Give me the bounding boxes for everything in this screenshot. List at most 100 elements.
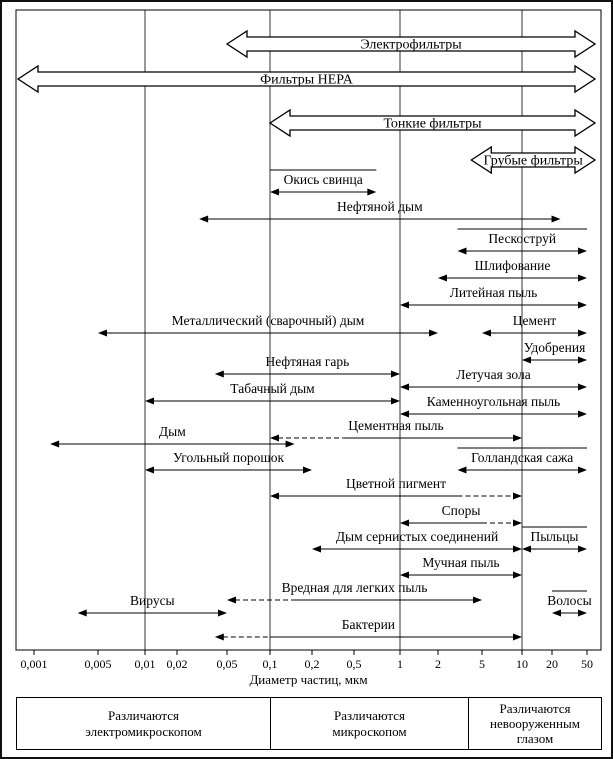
arrowhead-icon: [457, 466, 467, 474]
particle-range-label: Пыльцы: [530, 529, 578, 544]
arrowhead-icon: [578, 301, 587, 309]
arrowhead-icon: [400, 410, 409, 418]
arrowhead-icon: [50, 440, 60, 448]
arrowhead-icon: [578, 545, 587, 553]
axis-tick-label: 10: [516, 657, 528, 671]
arrowhead-icon: [513, 519, 522, 527]
arrowhead-icon: [552, 609, 561, 617]
filter-band-label: Тонкие фильтры: [383, 117, 482, 132]
arrowhead-icon: [199, 215, 209, 223]
arrowhead-icon: [578, 329, 587, 337]
arrowhead-icon: [77, 609, 87, 617]
particle-range-label: Вирусы: [130, 593, 175, 608]
particle-range-label: Бактерии: [342, 617, 395, 632]
visibility-legend: Различаются электромикроскопом Различают…: [16, 697, 602, 750]
filter-band-arrow: [268, 108, 597, 138]
particle-range-label: Споры: [442, 503, 481, 518]
particle-range-label: Шлифование: [475, 258, 551, 273]
particle-range-label: Табачный дым: [230, 381, 315, 396]
particle-range-label: Голландская сажа: [471, 450, 573, 465]
arrowhead-icon: [522, 545, 531, 553]
axis-tick-label: 0,01: [135, 657, 156, 671]
arrowhead-icon: [438, 274, 447, 282]
particle-range-label: Волосы: [547, 593, 591, 608]
arrowhead-icon: [400, 301, 409, 309]
axis-tick-label: 2: [435, 657, 441, 671]
particle-range-label: Металлический (сварочный) дым: [172, 313, 365, 328]
axis-tick-label: 1: [397, 657, 403, 671]
arrowhead-icon: [218, 609, 227, 617]
axis-tick-label: 0,02: [167, 657, 188, 671]
axis-title: Диаметр частиц, мкм: [249, 672, 367, 687]
filter-band-arrow: [225, 29, 597, 59]
particle-range-label: Дым: [159, 424, 186, 439]
particle-range-label: Мучная пыль: [422, 555, 499, 570]
particle-range-label: Цементная пыль: [348, 418, 443, 433]
chart-frame: [15, 9, 602, 651]
arrowhead-icon: [367, 188, 377, 196]
arrowhead-icon: [98, 329, 107, 337]
filter-band-arrow: [16, 64, 597, 94]
legend-cell-microscope: Различаются микроскопом: [271, 698, 469, 749]
arrowhead-icon: [270, 434, 279, 442]
arrowhead-icon: [400, 383, 409, 391]
arrowhead-icon: [551, 215, 561, 223]
axis-tick-label: 0,05: [217, 657, 238, 671]
axis-tick-label: 0,001: [21, 657, 48, 671]
particle-range-label: Вредная для легких пыль: [282, 580, 428, 595]
axis-tick-label: 0,5: [347, 657, 362, 671]
axis-tick-label: 5: [479, 657, 485, 671]
arrowhead-icon: [400, 571, 409, 579]
arrowhead-icon: [482, 329, 491, 337]
arrowhead-icon: [214, 633, 224, 641]
arrowhead-icon: [391, 397, 400, 405]
particle-range-label: Летучая зола: [456, 367, 530, 382]
arrowhead-icon: [457, 247, 467, 255]
arrowhead-icon: [513, 571, 522, 579]
arrowhead-icon: [270, 492, 279, 500]
arrowhead-icon: [578, 274, 587, 282]
axis-tick-label: 0,005: [85, 657, 112, 671]
arrowhead-icon: [513, 434, 522, 442]
axis-tick-label: 0,1: [263, 657, 278, 671]
particle-range-label: Нефтяная гарь: [265, 354, 349, 369]
particle-range-label: Окись свинца: [284, 172, 363, 187]
arrowhead-icon: [227, 596, 236, 604]
arrowhead-icon: [303, 466, 312, 474]
arrowhead-icon: [513, 492, 522, 500]
axis-tick-label: 50: [581, 657, 593, 671]
legend-cell-electron-microscope: Различаются электромикроскопом: [17, 698, 271, 749]
arrowhead-icon: [578, 609, 587, 617]
arrowhead-icon: [214, 370, 224, 378]
particle-range-label: Нефтяной дым: [337, 199, 423, 214]
filter-band-label: Электрофильтры: [360, 38, 462, 53]
arrowhead-icon: [391, 370, 400, 378]
particle-range-label: Угольный порошок: [173, 450, 285, 465]
arrowhead-icon: [270, 188, 279, 196]
particle-range-label: Цемент: [513, 313, 557, 328]
arrowhead-icon: [473, 596, 482, 604]
arrowhead-icon: [429, 329, 438, 337]
particle-range-label: Цветной пигмент: [346, 476, 446, 491]
axis-tick-label: 20: [546, 657, 558, 671]
arrowhead-icon: [578, 466, 587, 474]
particle-range-label: Каменноугольная пыль: [427, 394, 560, 409]
legend-cell-naked-eye: Различаются невооруженным глазом: [490, 700, 580, 747]
arrowhead-icon: [522, 356, 531, 364]
particle-range-label: Удобрения: [524, 340, 586, 355]
arrowhead-icon: [578, 410, 587, 418]
arrowhead-icon: [400, 519, 409, 527]
particle-range-label: Литейная пыль: [450, 285, 538, 300]
arrowhead-icon: [513, 545, 522, 553]
arrowhead-icon: [578, 356, 587, 364]
axis-tick-label: 0,2: [305, 657, 320, 671]
arrowhead-icon: [513, 633, 522, 641]
particle-range-label: Дым сернистых соединений: [336, 529, 498, 544]
filter-band-label: Грубые фильтры: [484, 154, 584, 169]
arrowhead-icon: [145, 397, 154, 405]
filter-band-arrow: [470, 145, 597, 175]
filter-band-label: Фильтры HEPA: [260, 73, 354, 88]
arrowhead-icon: [312, 545, 321, 553]
